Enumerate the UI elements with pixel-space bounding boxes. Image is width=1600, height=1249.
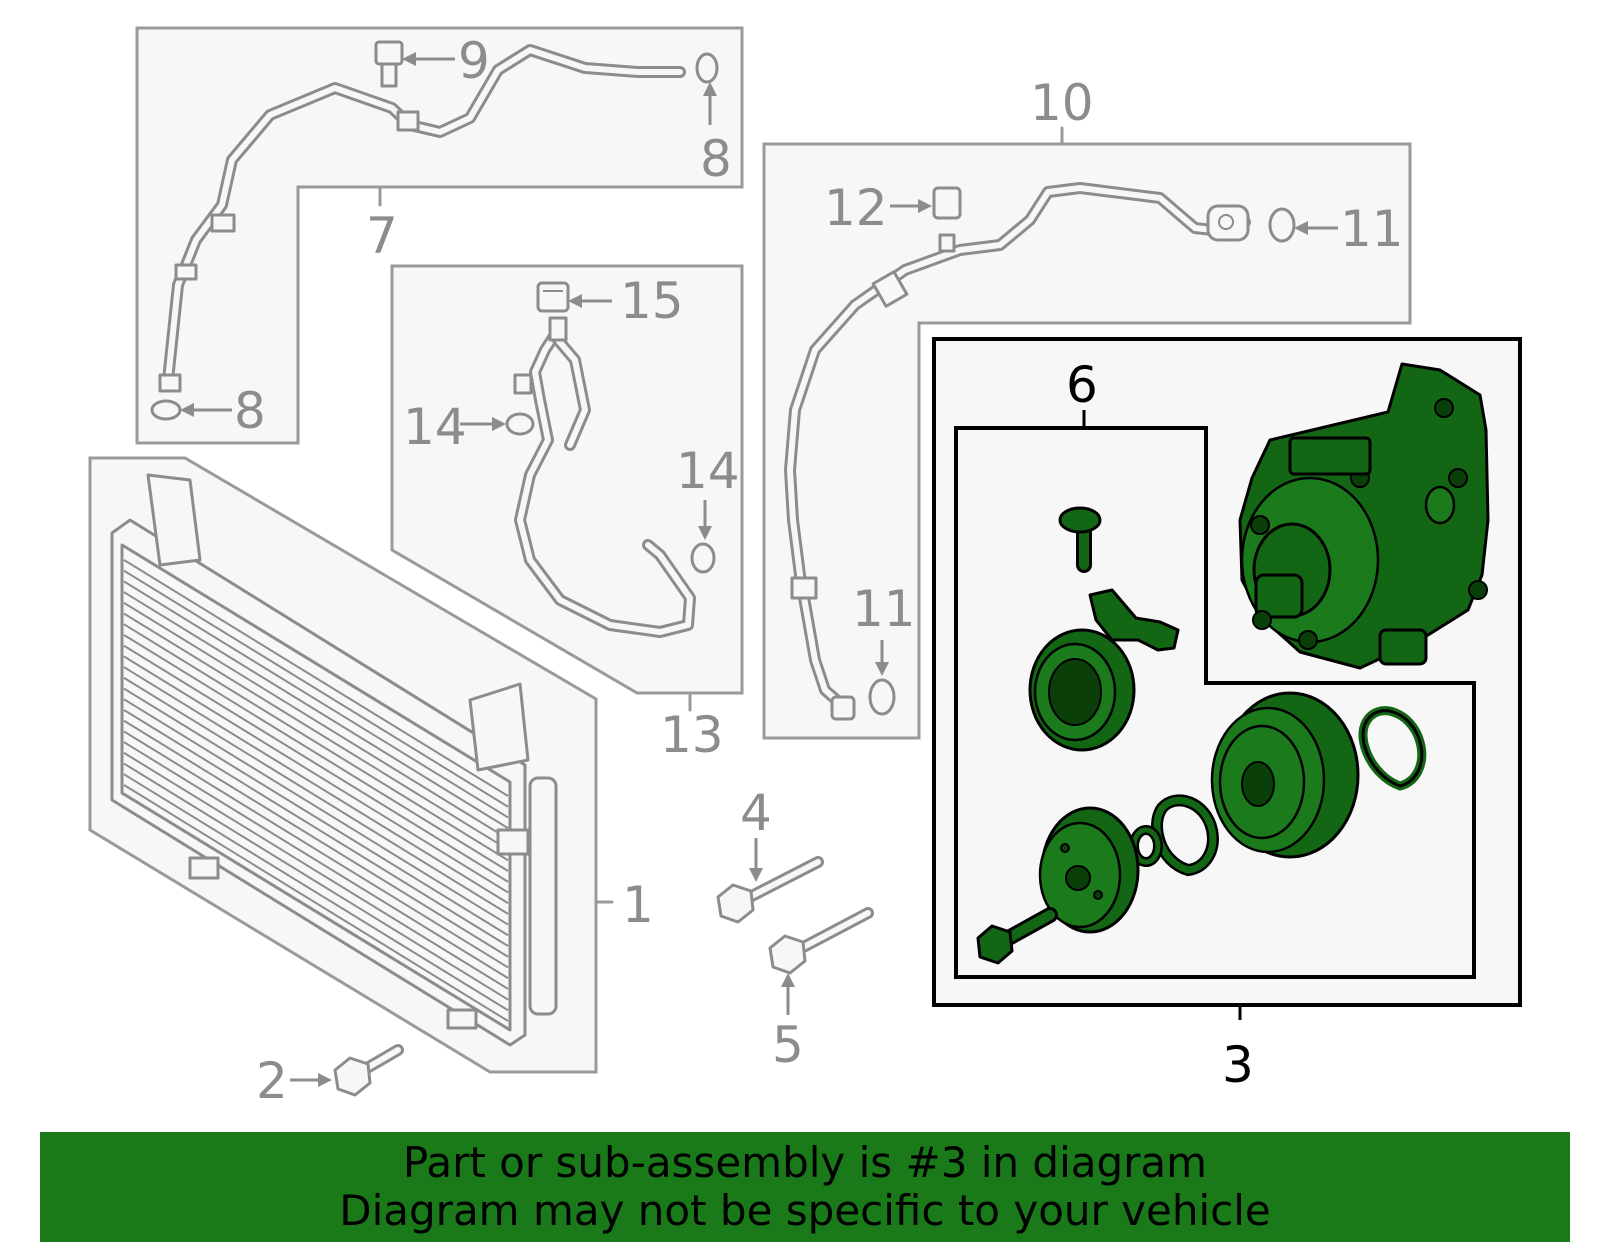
cap-12[interactable] — [932, 186, 962, 220]
hose-assembly-10-group[interactable] — [762, 126, 1412, 740]
clutch-plate[interactable] — [1038, 806, 1140, 934]
condenser-fin — [123, 709, 509, 947]
condenser-fin — [123, 623, 509, 862]
bracket — [496, 828, 530, 856]
panel-10 — [762, 142, 1412, 740]
hose-end — [513, 373, 533, 395]
callout-14-left[interactable]: 14 — [403, 398, 467, 456]
service-port — [548, 316, 568, 342]
condenser-fin — [123, 569, 509, 808]
callout-4[interactable]: 4 — [740, 784, 772, 842]
banner-disclaimer: Diagram may not be specific to your vehi… — [339, 1186, 1271, 1235]
hose-fitting — [396, 110, 420, 132]
callout-9[interactable]: 9 — [458, 32, 490, 90]
callout-6[interactable]: 6 — [1066, 356, 1098, 414]
condenser-fin — [123, 730, 509, 969]
compressor-assembly-3-group[interactable] — [932, 337, 1522, 1020]
o-ring-8-top[interactable] — [695, 52, 719, 84]
hose-end — [158, 373, 182, 393]
condenser-fin — [123, 752, 509, 990]
condenser-fin — [123, 644, 509, 883]
hose-fitting — [790, 576, 818, 600]
condenser-fin — [123, 784, 509, 1022]
condenser-fin — [123, 591, 509, 829]
o-ring-11-right[interactable] — [1268, 207, 1296, 243]
callout-5[interactable]: 5 — [772, 1016, 804, 1074]
condenser-fin — [123, 762, 509, 1001]
callout-7[interactable]: 7 — [366, 207, 398, 265]
bolt-5[interactable] — [768, 907, 874, 975]
condenser-1-group[interactable] — [88, 456, 614, 1074]
callout-12[interactable]: 12 — [824, 179, 888, 237]
callout-2[interactable]: 2 — [256, 1052, 288, 1110]
hose-fitting — [174, 263, 198, 281]
clutch-bolt[interactable] — [976, 907, 1058, 965]
block-fitting — [1206, 204, 1250, 242]
callout-15[interactable]: 15 — [620, 272, 684, 330]
banner-part-note: Part or sub-assembly is #3 in diagram — [402, 1138, 1208, 1187]
callout-10[interactable]: 10 — [1030, 74, 1094, 132]
pressure-switch-9[interactable] — [374, 40, 404, 88]
o-ring-11-bottom[interactable] — [868, 678, 896, 716]
callout-13[interactable]: 13 — [660, 706, 724, 764]
bolt-4[interactable] — [716, 856, 824, 924]
condenser-fin — [123, 719, 509, 958]
hose-fitting — [871, 270, 909, 308]
condenser-fin — [123, 602, 509, 840]
info-banner: Part or sub-assembly is #3 in diagram Di… — [40, 1132, 1570, 1242]
hose-assembly-7-group[interactable] — [135, 26, 744, 445]
condenser-fin — [123, 559, 509, 797]
o-ring-8-bottom[interactable] — [150, 399, 182, 421]
bracket — [188, 856, 220, 880]
condenser-1[interactable] — [110, 473, 558, 1047]
condenser-fin — [123, 677, 509, 915]
condenser-fin — [123, 634, 509, 872]
condenser-fin — [123, 580, 509, 819]
pulley[interactable] — [1210, 691, 1360, 859]
o-ring-14-right[interactable] — [690, 542, 716, 574]
field-coil[interactable] — [1028, 588, 1180, 752]
condenser-fin — [123, 687, 509, 926]
o-ring-14-left[interactable] — [505, 412, 535, 436]
hose-assembly-13-group[interactable] — [390, 264, 744, 712]
callout-8-top[interactable]: 8 — [700, 130, 732, 188]
panel-7 — [135, 26, 744, 445]
condenser-fin — [123, 741, 509, 979]
bracket — [446, 1008, 478, 1030]
hose-fitting — [210, 213, 236, 233]
callout-11-right[interactable]: 11 — [1340, 200, 1404, 258]
condenser-fin — [123, 666, 509, 904]
hose-end — [830, 695, 856, 721]
callout-8-bottom[interactable]: 8 — [234, 382, 266, 440]
callout-3[interactable]: 3 — [1222, 1036, 1254, 1094]
callout-11-bottom[interactable]: 11 — [852, 580, 916, 638]
condenser-fin — [123, 773, 509, 1012]
coil-bolt[interactable] — [1058, 506, 1102, 573]
cap-15[interactable] — [536, 281, 570, 313]
ac-compressor[interactable] — [1238, 362, 1490, 670]
bolt-2[interactable] — [333, 1044, 404, 1097]
condenser-fin — [123, 612, 509, 851]
condenser-fin — [123, 698, 509, 937]
condenser-fin — [123, 655, 509, 894]
receiver-drier — [528, 776, 558, 1016]
snap-ring-right[interactable] — [1358, 706, 1427, 791]
condenser-fins — [123, 559, 509, 1022]
callout-14-right[interactable]: 14 — [676, 442, 740, 500]
callout-1[interactable]: 1 — [622, 876, 654, 934]
service-port — [938, 233, 956, 253]
